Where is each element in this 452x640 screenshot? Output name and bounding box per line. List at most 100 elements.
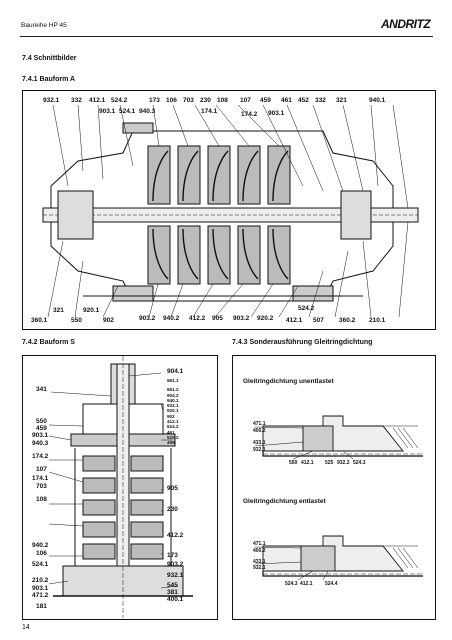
label-s-661-1: 661.1 [167,378,179,383]
label-g1-525: 525 [325,460,334,466]
label-321: 321 [336,97,347,104]
label-412-2: 412.2 [189,315,206,322]
label-920-1: 920.1 [83,307,100,314]
label-524-2: 524.2 [111,97,128,104]
label-s-412-1: 412.1 [167,419,179,425]
label-g1-932-1: 932.1 [253,447,266,453]
andritz-logo: ANDRITZ [381,17,431,31]
label-s-703: 703 [36,483,47,490]
figure-bauform-a: 932.1 332 412.1 524.2 173 106 703 230 10… [22,90,436,330]
label-s-461: 461 [167,429,175,435]
label-g1-524-3: 524.3 [353,460,366,466]
label-s-181: 181 [36,603,47,610]
header-divider [20,36,433,37]
label-920-2: 920.2 [257,315,274,322]
label-s-106: 106 [36,550,47,557]
label-s-550: 550 [36,418,47,425]
header-title: Baureihe HP 45 [21,22,67,29]
label-905: 905 [212,315,223,322]
section-heading-7-4-3: 7.4.3 Sonderausführung Gleitringdichtung [232,339,373,346]
label-360-2: 360.2 [339,317,356,324]
label-g1-471-1: 471.1 [253,421,266,427]
label-459: 459 [260,97,271,104]
figure-bauform-s: 341 550 459 903.1 940.3 174.2 107 174.1 … [22,355,218,620]
label-s-903-1: 903.1 [32,432,49,439]
label-550: 550 [71,317,82,324]
label-360-1: 360.1 [31,317,48,324]
label-703: 703 [183,97,194,104]
label-s-940-2: 940.2 [32,542,49,549]
label-g2-471-1: 471.1 [253,541,266,547]
label-s-174-1: 174.1 [32,475,49,482]
label-g2-400-2: 400.2 [253,548,266,554]
label-g1-550: 550 [289,460,298,466]
label-g2-433-1: 433.1 [253,559,266,565]
label-g2-412-1: 412.1 [300,581,313,587]
label-412-1: 412.1 [89,97,106,104]
label-g1-412-1: 412.1 [301,460,314,466]
label-s-499: 499 [167,440,175,446]
label-940-1: 940.1 [369,97,386,104]
label-s-341: 341 [36,386,47,393]
label-902: 902 [103,317,114,324]
label-s-661-2: 661.2 [167,387,179,393]
label-s-174-2: 174.2 [32,453,49,460]
label-321-bottom: 321 [53,307,64,314]
label-507: 507 [313,317,324,324]
label-s-108: 108 [36,496,47,503]
label-107: 107 [240,97,251,104]
label-903-2: 903.2 [139,315,156,322]
label-s-107: 107 [36,466,47,473]
label-g1-400-2: 400.2 [253,428,266,434]
label-s-904-1: 904.1 [167,368,184,375]
label-174-2: 174.2 [241,111,258,118]
label-412-1-bottom: 412.1 [286,317,303,324]
label-s-524-1: 524.1 [32,561,49,568]
label-108: 108 [217,97,228,104]
label-s-903-2: 903.2 [167,561,184,568]
label-s-920-1: 920.1 [167,408,179,414]
label-932-1: 932.1 [43,97,60,104]
label-524-2-bottom: 524.2 [298,305,315,312]
label-g1-433-1: 433.1 [253,440,266,446]
label-s-381: 381 [167,589,178,596]
label-210-1: 210.1 [369,317,386,324]
label-s-932-1-b: 932.1 [167,572,184,579]
label-903-1-b: 903.1 [268,110,285,117]
section-heading-7-4-1: 7.4.1 Bauform A [22,76,76,83]
section-heading-7-4-2: 7.4.2 Bauform S [22,339,75,346]
label-s-904-2: 904.2 [167,392,179,398]
label-g2-524-3: 524.3 [285,581,298,587]
pump-section-drawing-s [48,356,193,618]
label-173: 173 [149,97,160,104]
label-s-230: 230 [167,506,178,513]
label-s-903-1-b: 903.1 [32,585,49,592]
label-332-b: 332 [315,97,326,104]
label-230: 230 [200,97,211,104]
label-s-940-3: 940.3 [32,440,49,447]
caption-unentlastet: Gleitringdichtung unentlastet [243,378,334,385]
figure-gleitringdichtung: Gleitringdichtung unentlastet Gleitringd… [232,355,436,620]
label-940-2: 940.2 [163,315,180,322]
label-524-1: 524.1 [119,108,136,115]
label-940-3: 940.3 [139,108,156,115]
label-461: 461 [281,97,292,104]
label-332: 332 [71,97,82,104]
label-g1-932-2: 932.2 [337,460,350,466]
label-g2-932-1: 932.1 [253,565,266,571]
pump-section-drawing-a [42,104,419,318]
label-s-520-2: 520.2 [167,434,179,440]
label-g2-524-4: 524.4 [325,581,338,587]
label-s-471-2: 471.2 [32,592,49,599]
label-106: 106 [166,97,177,104]
label-174-1: 174.1 [201,108,218,115]
caption-entlastet: Gleitringdichtung entlastet [243,498,326,505]
label-452: 452 [298,97,309,104]
label-s-210-2: 210.2 [32,577,49,584]
label-s-905: 905 [167,485,178,492]
section-heading-7-4: 7.4 Schnittbilder [22,55,77,62]
label-s-400-1: 400.1 [167,596,184,603]
label-s-932-1: 932.1 [167,403,179,409]
label-s-173: 173 [167,552,178,559]
label-s-right-stack: 661.1 661.2 904.2 940.1 932.1 920.1 902 … [167,378,179,446]
